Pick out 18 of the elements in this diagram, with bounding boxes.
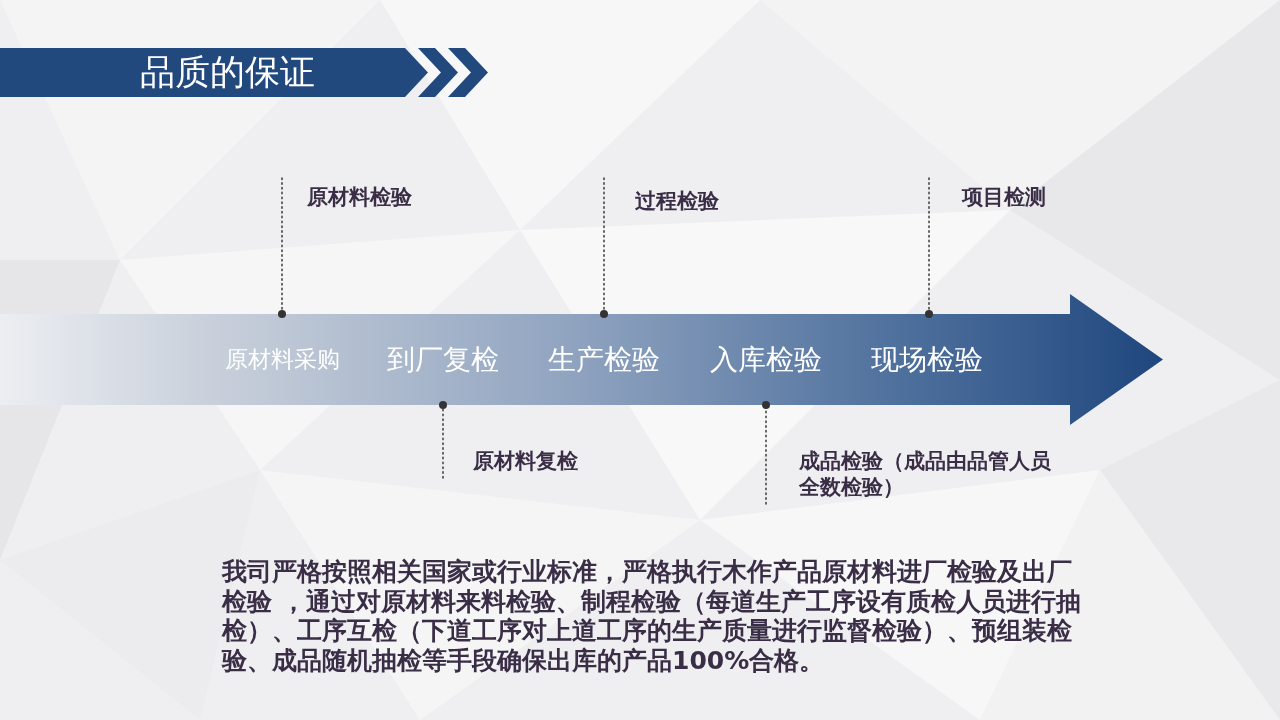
stage-label: 现场检验 <box>871 342 983 377</box>
stage-label: 原材料采购 <box>224 345 340 374</box>
leader-line <box>925 177 933 318</box>
stage-label: 到厂复检 <box>387 342 499 377</box>
callout-label: 成品检验（成品由品管人员全数检验） <box>766 448 1061 504</box>
stage-label: 生产检验 <box>548 342 660 377</box>
callout-label: 项目检测 <box>929 178 1046 214</box>
leader-line <box>762 401 770 505</box>
description-text: 我司严格按照相关国家或行业标准，严格执行木作产品原材料进厂检验及出厂检验 ，通过对原材料来料检验、制程检验（每道生产工序设有质检人员进行抽检）、工序互检（下道工序对上道工序的生产质量进行监督检验）、预组装检验、成品随机抽检等手段确保出库的产品100%合格。 <box>222 557 1082 675</box>
callout-label: 原材料复检 <box>443 448 578 478</box>
timeline-arrow <box>0 294 1163 425</box>
callout-label: 原材料检验 <box>282 178 412 214</box>
leader-line <box>600 177 608 318</box>
leader-line <box>439 401 447 479</box>
title: 品质的保证 <box>140 51 315 93</box>
leader-line <box>278 177 286 318</box>
callout-label: 过程检验 <box>604 178 719 214</box>
stage-label: 入库检验 <box>710 342 822 377</box>
